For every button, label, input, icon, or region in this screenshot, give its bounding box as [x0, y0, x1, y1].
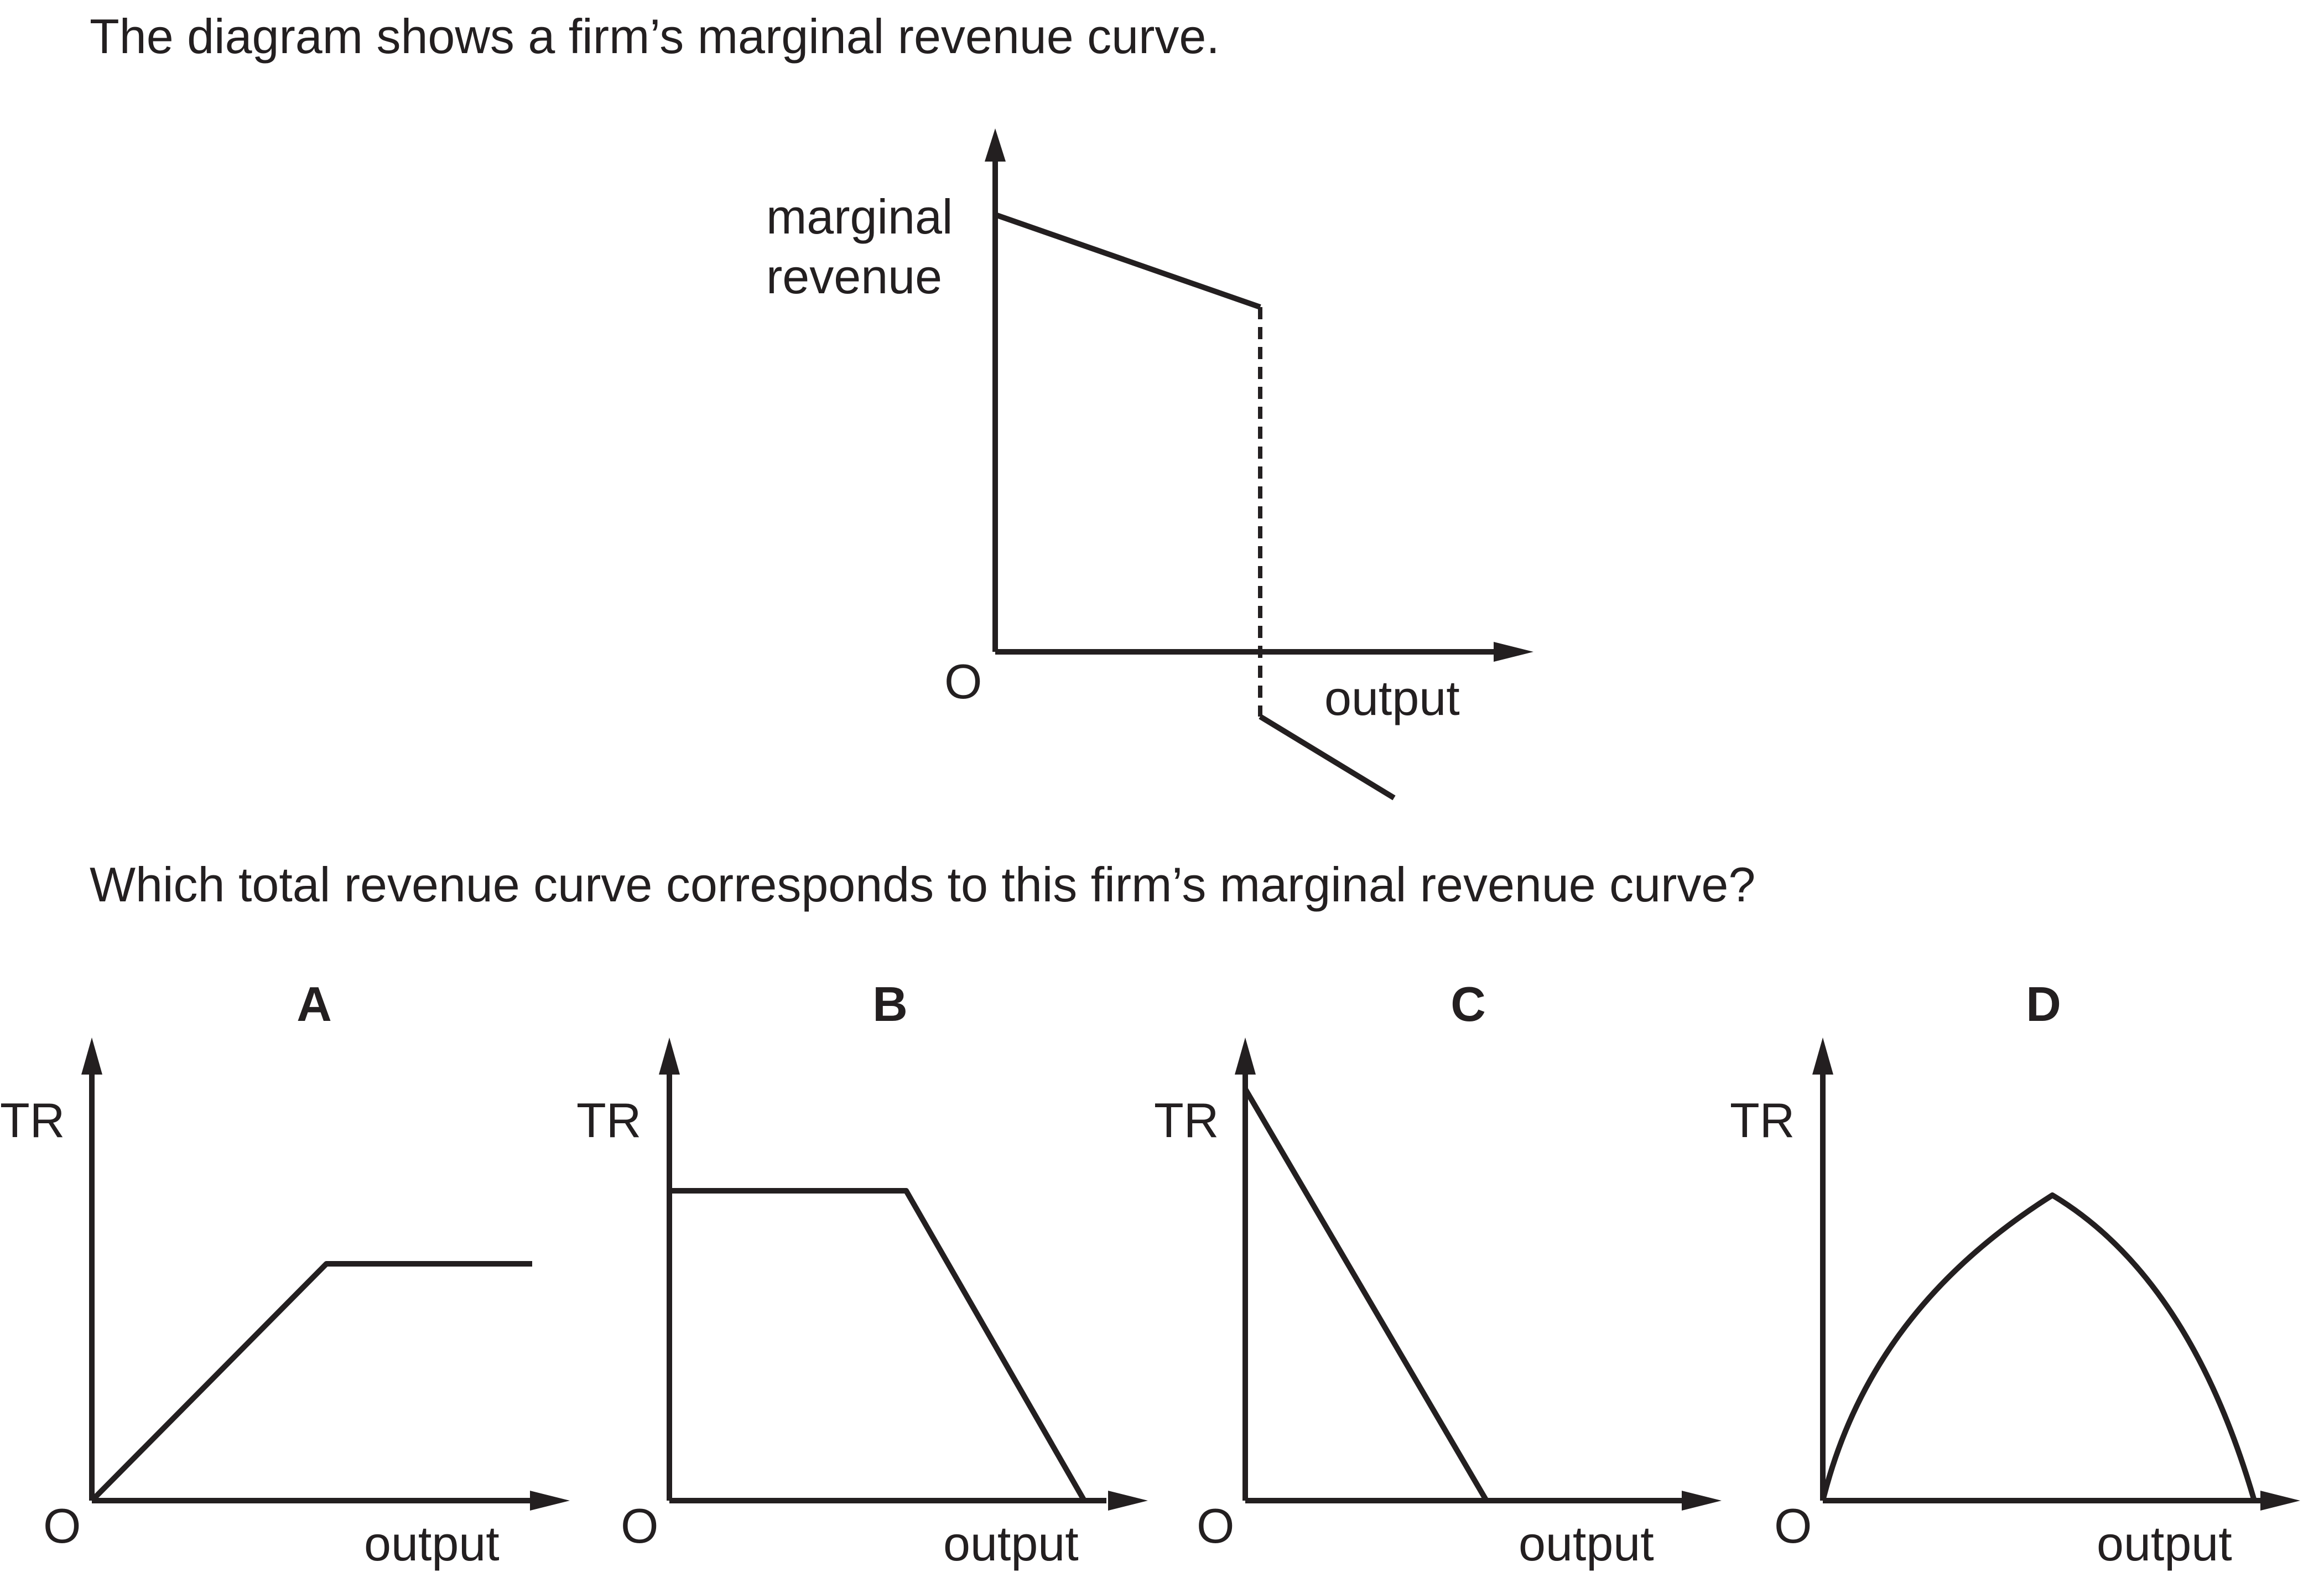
mr-origin-label: O — [944, 654, 982, 709]
option-b-diagram: B TR O output — [576, 977, 1148, 1571]
option-b-letter: B — [872, 977, 908, 1031]
option-c-letter: C — [1450, 977, 1486, 1031]
option-d-x-axis-label: output — [2097, 1516, 2232, 1571]
option-c-y-axis-label: TR — [1154, 1093, 1219, 1148]
option-b-y-axis-arrowhead — [659, 1037, 680, 1075]
option-b-y-axis-label: TR — [576, 1093, 641, 1148]
mr-upper-segment — [994, 212, 1261, 310]
option-d-diagram: D TR O output — [1730, 977, 2300, 1571]
option-a-tr-curve — [90, 1261, 532, 1503]
question-intro: The diagram shows a firm’s marginal reve… — [90, 9, 1220, 64]
mr-y-axis-arrowhead — [985, 128, 1006, 162]
option-a-origin-label: O — [43, 1498, 81, 1553]
option-d-tr-curve — [1820, 1192, 2257, 1502]
option-c-y-axis-arrowhead — [1235, 1037, 1256, 1075]
option-d-letter: D — [2026, 977, 2061, 1031]
option-a-x-axis-arrowhead — [530, 1491, 570, 1511]
option-a-y-axis-label: TR — [0, 1093, 65, 1148]
option-a-y-axis-arrowhead — [81, 1037, 102, 1075]
marginal-revenue-diagram: marginal revenue O output — [766, 128, 1533, 801]
option-d-origin-label: O — [1774, 1498, 1812, 1553]
option-a-diagram: A TR O output — [0, 977, 570, 1571]
mr-y-axis-label-line1: marginal — [766, 189, 953, 244]
option-a-x-axis-label: output — [364, 1516, 500, 1571]
option-c-tr-curve — [1242, 1087, 1489, 1502]
option-a-letter: A — [297, 977, 332, 1031]
option-c-origin-label: O — [1197, 1498, 1234, 1553]
question-prompt: Which total revenue curve corresponds to… — [90, 857, 1756, 912]
option-b-x-axis-arrowhead — [1108, 1491, 1148, 1511]
mr-x-axis-label: output — [1324, 671, 1460, 725]
option-d-y-axis-label: TR — [1730, 1093, 1795, 1148]
option-b-x-axis-label: output — [943, 1516, 1079, 1571]
option-c-x-axis-label: output — [1519, 1516, 1654, 1571]
mr-y-axis-label-line2: revenue — [766, 249, 942, 304]
mr-lower-segment — [1259, 714, 1396, 801]
option-d-x-axis-arrowhead — [2260, 1491, 2300, 1511]
option-d-y-axis-arrowhead — [1812, 1037, 1833, 1075]
option-c-diagram: C TR O output — [1154, 977, 1722, 1571]
mr-x-axis-arrowhead — [1494, 642, 1533, 662]
option-c-x-axis-arrowhead — [1682, 1491, 1722, 1511]
option-b-tr-curve — [669, 1188, 1087, 1502]
option-b-origin-label: O — [621, 1498, 658, 1553]
